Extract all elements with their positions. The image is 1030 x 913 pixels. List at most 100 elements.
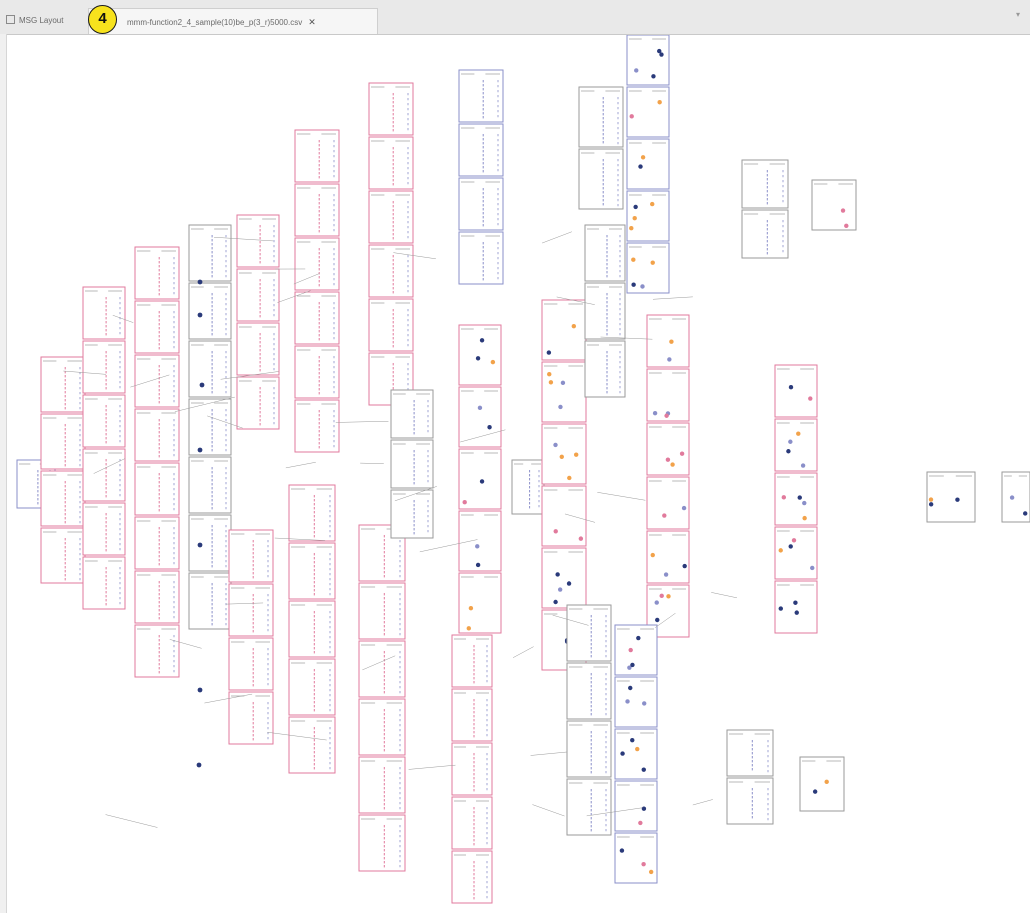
graph-node[interactable]	[228, 583, 274, 637]
graph-node[interactable]	[726, 729, 774, 777]
graph-node[interactable]	[458, 69, 504, 123]
graph-node[interactable]	[134, 516, 180, 570]
graph-node[interactable]	[458, 510, 502, 572]
graph-node[interactable]	[188, 282, 232, 340]
graph-node[interactable]	[134, 624, 180, 678]
graph-node[interactable]	[40, 413, 86, 470]
graph-node[interactable]	[774, 472, 818, 526]
graph-node[interactable]	[584, 224, 626, 282]
graph-node[interactable]	[566, 604, 612, 662]
graph-node[interactable]	[646, 422, 690, 476]
graph-node[interactable]	[458, 386, 502, 448]
graph-node[interactable]	[451, 796, 493, 850]
graph-node[interactable]	[390, 439, 434, 489]
graph-node[interactable]	[541, 423, 587, 485]
graph-node[interactable]	[288, 484, 336, 542]
graph-node[interactable]	[134, 570, 180, 624]
graph-node[interactable]	[228, 691, 274, 745]
view-menu-icon[interactable]: ▾	[1015, 10, 1020, 19]
graph-node[interactable]	[774, 418, 818, 472]
graph-node[interactable]	[358, 582, 406, 640]
graph-node[interactable]	[288, 716, 336, 774]
graph-node[interactable]	[82, 556, 126, 610]
graph-node[interactable]	[294, 291, 340, 345]
graph-node[interactable]	[294, 129, 340, 183]
close-icon[interactable]: ✕	[308, 17, 316, 27]
graph-node[interactable]	[82, 502, 126, 556]
graph-node[interactable]	[541, 299, 587, 361]
graph-node[interactable]	[40, 470, 86, 527]
graph-node[interactable]	[358, 756, 406, 814]
graph-node[interactable]	[774, 526, 818, 580]
graph-node[interactable]	[811, 179, 857, 231]
layout-graph[interactable]	[7, 35, 1030, 913]
graph-node[interactable]	[40, 527, 86, 584]
graph-canvas[interactable]	[7, 35, 1030, 913]
graph-node[interactable]	[578, 148, 624, 210]
graph-node[interactable]	[288, 542, 336, 600]
graph-node[interactable]	[188, 340, 232, 398]
graph-node[interactable]	[451, 850, 493, 904]
graph-node[interactable]	[458, 177, 504, 231]
graph-node[interactable]	[614, 676, 658, 728]
graph-node[interactable]	[134, 300, 180, 354]
graph-node[interactable]	[368, 82, 414, 136]
graph-node[interactable]	[566, 662, 612, 720]
graph-node[interactable]	[188, 224, 232, 282]
graph-node[interactable]	[626, 86, 670, 138]
graph-node[interactable]	[236, 322, 280, 376]
graph-node[interactable]	[188, 398, 232, 456]
graph-node[interactable]	[368, 244, 414, 298]
graph-node[interactable]	[390, 489, 434, 539]
graph-node[interactable]	[926, 471, 976, 523]
graph-node[interactable]	[614, 832, 658, 884]
graph-node[interactable]	[541, 547, 587, 609]
graph-node[interactable]	[626, 138, 670, 190]
graph-node[interactable]	[188, 456, 232, 514]
graph-node[interactable]	[134, 408, 180, 462]
graph-node[interactable]	[294, 345, 340, 399]
graph-node[interactable]	[82, 394, 126, 448]
graph-node[interactable]	[188, 572, 232, 630]
graph-node[interactable]	[82, 448, 126, 502]
graph-node[interactable]	[458, 231, 504, 285]
graph-node[interactable]	[458, 448, 502, 510]
graph-node[interactable]	[134, 354, 180, 408]
graph-node[interactable]	[614, 624, 658, 676]
graph-node[interactable]	[614, 780, 658, 832]
graph-node[interactable]	[368, 298, 414, 352]
graph-node[interactable]	[228, 637, 274, 691]
graph-node[interactable]	[134, 246, 180, 300]
graph-node[interactable]	[646, 476, 690, 530]
graph-node[interactable]	[726, 777, 774, 825]
graph-node[interactable]	[458, 572, 502, 634]
graph-node[interactable]	[358, 814, 406, 872]
graph-node[interactable]	[82, 340, 126, 394]
graph-node[interactable]	[368, 136, 414, 190]
graph-node[interactable]	[458, 123, 504, 177]
graph-node[interactable]	[236, 268, 280, 322]
graph-node[interactable]	[236, 376, 280, 430]
graph-node[interactable]	[451, 634, 493, 688]
graph-node[interactable]	[458, 324, 502, 386]
graph-node[interactable]	[40, 356, 86, 413]
graph-node[interactable]	[451, 742, 493, 796]
graph-node[interactable]	[358, 698, 406, 756]
graph-node[interactable]	[82, 286, 126, 340]
graph-node[interactable]	[294, 399, 340, 453]
graph-node[interactable]	[390, 389, 434, 439]
graph-node[interactable]	[566, 778, 612, 836]
graph-node[interactable]	[294, 183, 340, 237]
graph-node[interactable]	[741, 159, 789, 209]
graph-node[interactable]	[188, 514, 232, 572]
graph-node[interactable]	[646, 584, 690, 638]
graph-node[interactable]	[288, 600, 336, 658]
graph-node[interactable]	[799, 756, 845, 812]
graph-node[interactable]	[774, 364, 818, 418]
graph-node[interactable]	[294, 237, 340, 291]
graph-node[interactable]	[368, 190, 414, 244]
graph-node[interactable]	[134, 462, 180, 516]
graph-node[interactable]	[626, 35, 670, 86]
graph-node[interactable]	[584, 340, 626, 398]
graph-node[interactable]	[358, 640, 406, 698]
